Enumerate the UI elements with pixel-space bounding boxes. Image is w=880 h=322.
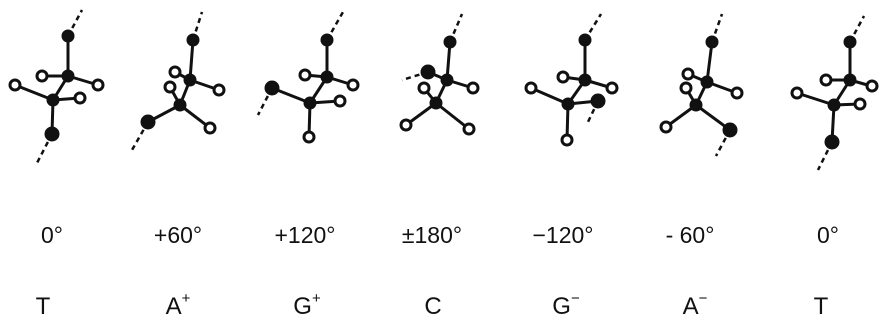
angle-label-C: ±180°	[401, 222, 463, 248]
angle-label-A-plus: +60°	[153, 222, 203, 248]
code-label-G-minus: G−	[552, 290, 580, 320]
angle-label-T: 0°	[41, 222, 63, 248]
angle-label-T-repeat: 0°	[817, 222, 839, 248]
code-label-C: C	[424, 293, 442, 320]
code-label-A-plus: A+	[165, 290, 191, 320]
code-label-G-plus: G+	[293, 290, 321, 320]
conformer-model-A-plus	[130, 11, 226, 151]
conformer-model-A-minus	[659, 13, 744, 157]
code-label-A-minus: A−	[682, 290, 708, 320]
code-label-T: T	[35, 293, 51, 320]
angle-label-A-minus: - 60°	[665, 222, 715, 248]
conformer-model-G-plus	[256, 11, 360, 144]
angle-label-G-minus: −120°	[532, 222, 594, 248]
conformer-model-C	[399, 13, 480, 136]
conformer-model-T-repeat	[790, 15, 879, 171]
conformer-model-T	[8, 9, 105, 164]
conformer-model-G-minus	[524, 13, 619, 147]
angle-label-G-plus: +120°	[274, 222, 336, 248]
code-label-T-repeat: T	[813, 293, 829, 320]
